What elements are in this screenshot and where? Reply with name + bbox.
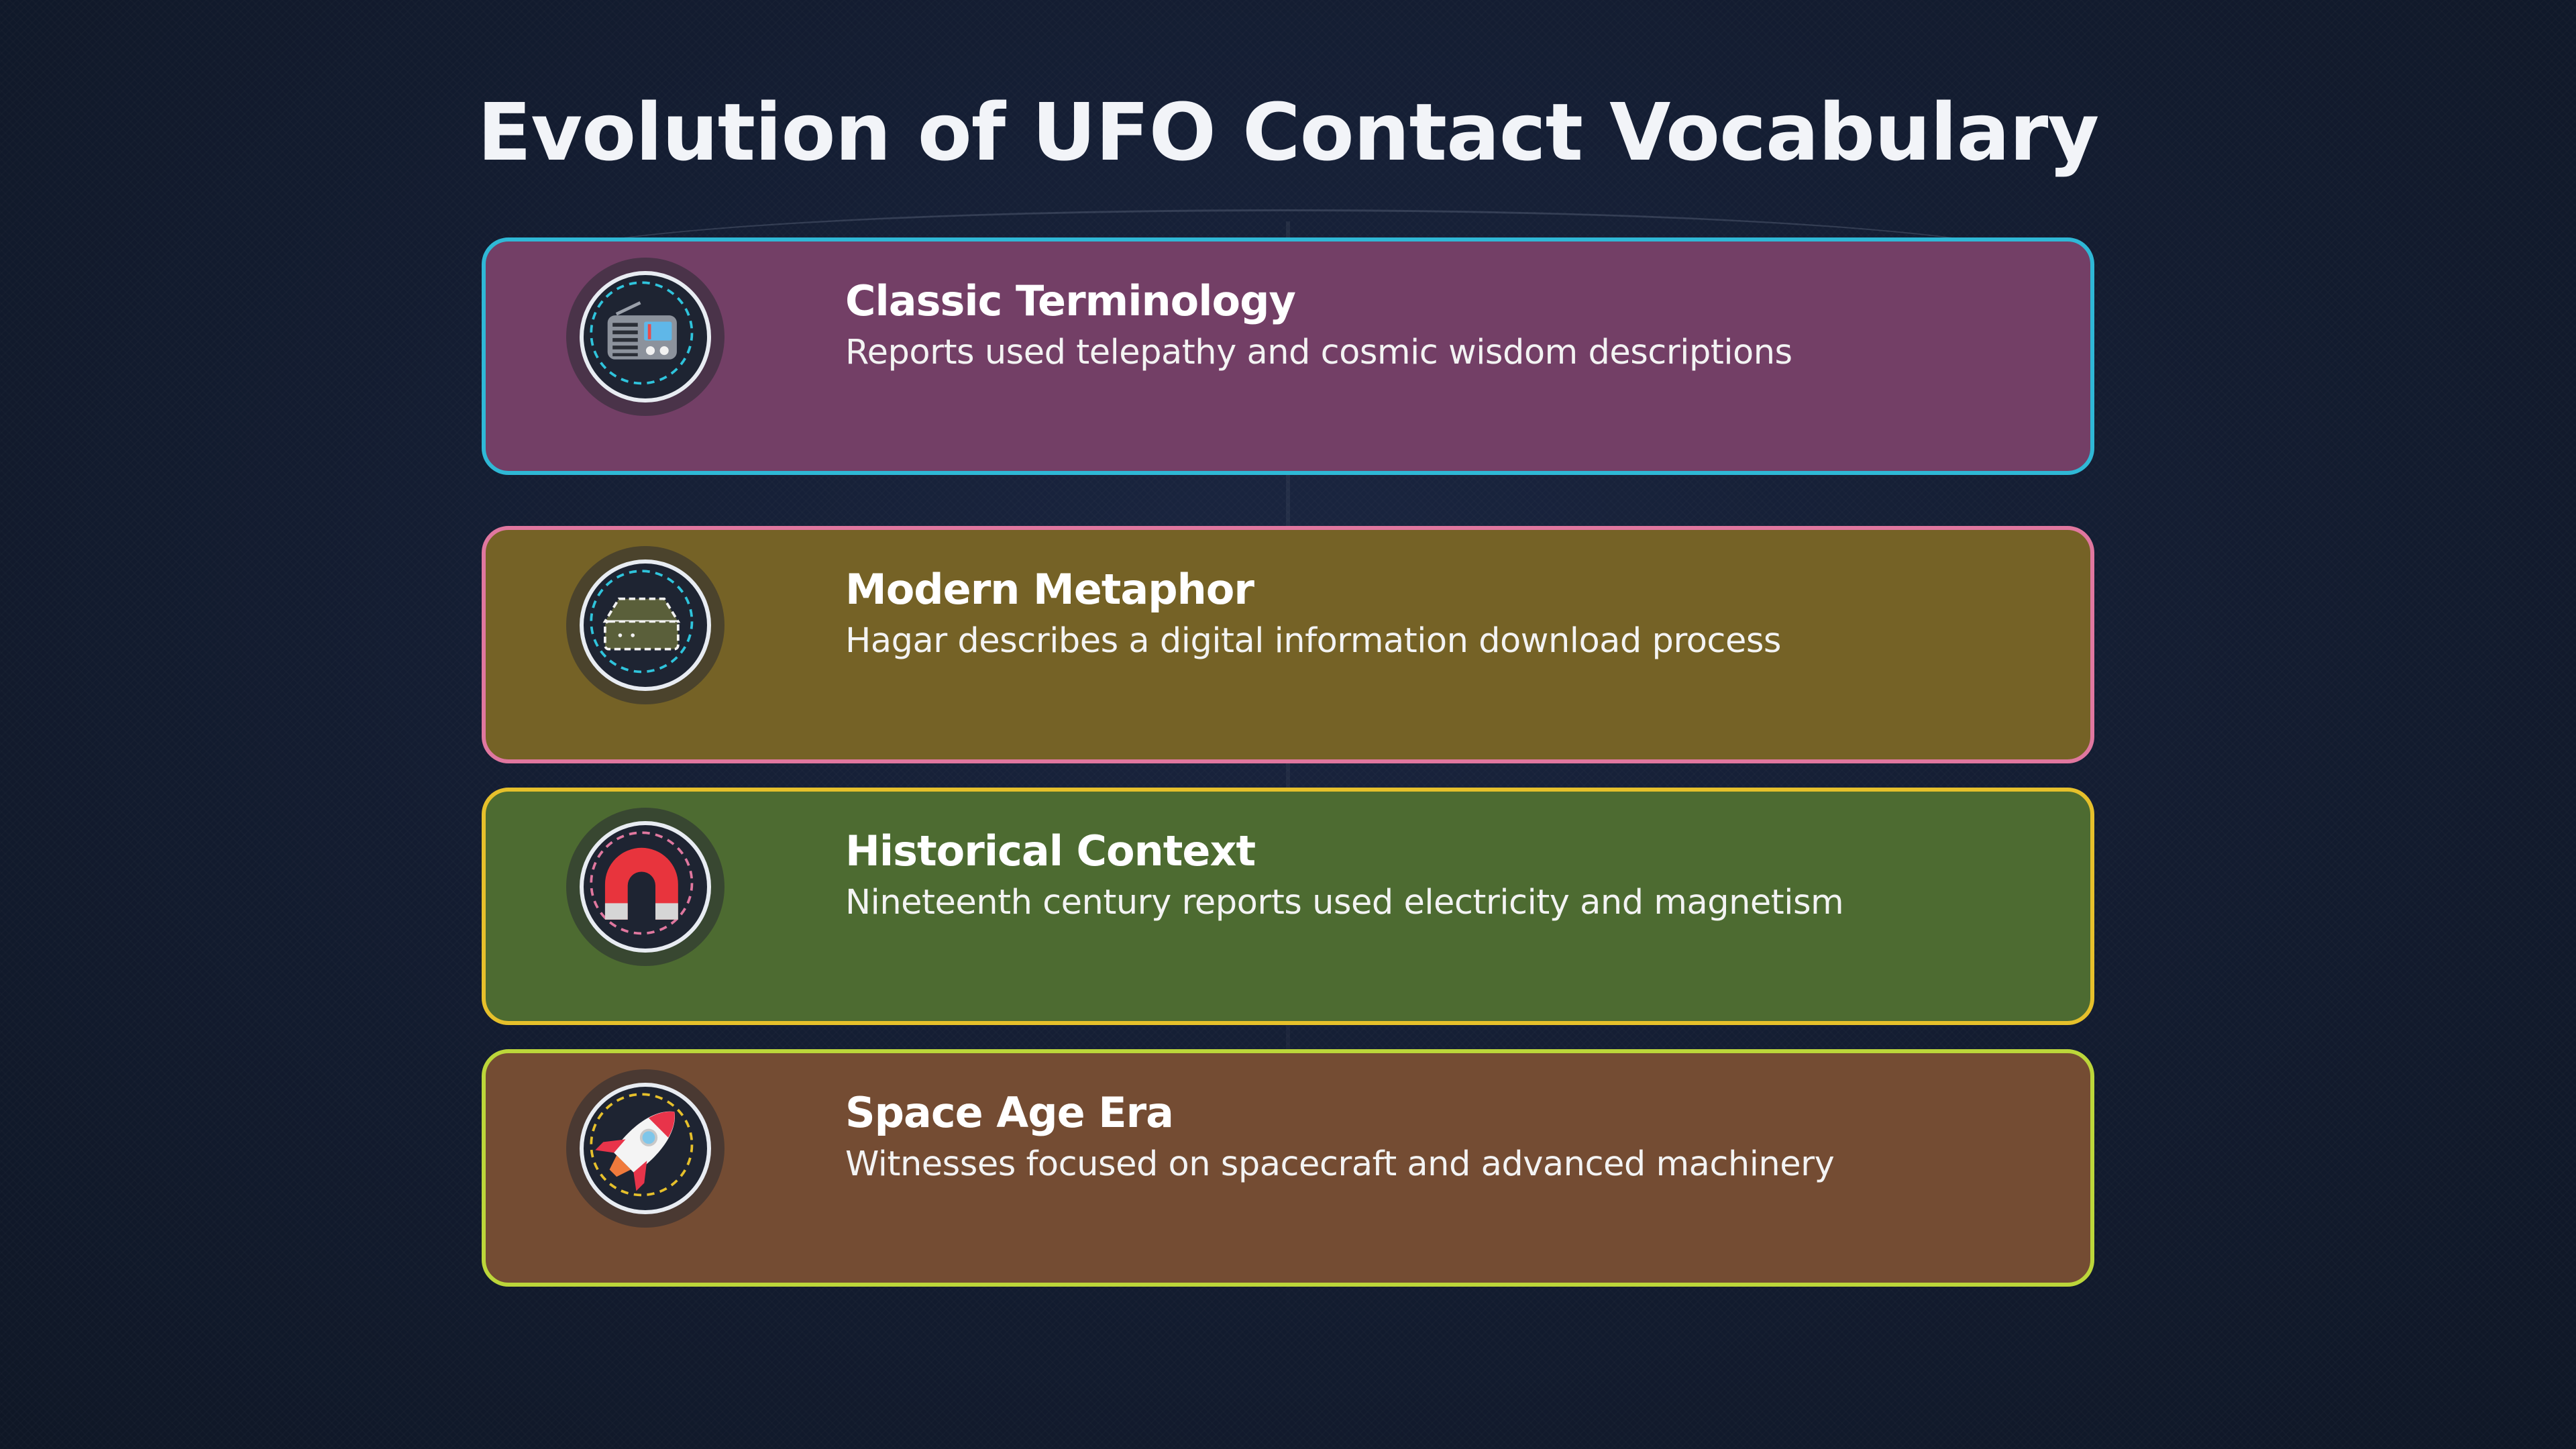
card-badge	[566, 258, 724, 416]
card-title: Space Age Era	[845, 1088, 1174, 1137]
card-title: Modern Metaphor	[845, 565, 1254, 614]
rocket-icon	[580, 1083, 711, 1214]
center-connector-line	[1286, 221, 1290, 1325]
card-description: Nineteenth century reports used electric…	[845, 883, 1844, 922]
card-description: Witnesses focused on spacecraft and adva…	[845, 1144, 1835, 1184]
card-badge	[566, 546, 724, 704]
card-badge	[566, 1069, 724, 1228]
page-title: Evolution of UFO Contact Vocabulary	[477, 86, 2100, 178]
card-badge	[566, 808, 724, 966]
card-description: Reports used telepathy and cosmic wisdom…	[845, 333, 1792, 372]
card-title: Historical Context	[845, 826, 1256, 875]
card-classic-terminology: Classic Terminology Reports used telepat…	[482, 237, 2094, 475]
card-modern-metaphor: Modern Metaphor Hagar describes a digita…	[482, 526, 2094, 763]
radio-icon	[580, 271, 711, 402]
card-historical-context: Historical Context Nineteenth century re…	[482, 788, 2094, 1025]
card-title: Classic Terminology	[845, 276, 1296, 325]
hard-drive-icon	[580, 559, 711, 691]
card-description: Hagar describes a digital information do…	[845, 621, 1781, 661]
card-space-age-era: Space Age Era Witnesses focused on space…	[482, 1049, 2094, 1287]
header-arc	[523, 209, 2053, 265]
magnet-icon	[580, 821, 711, 953]
